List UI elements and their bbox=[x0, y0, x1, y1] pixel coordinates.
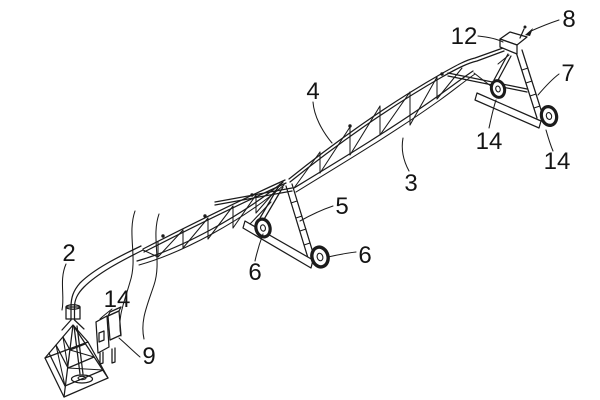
label-7: 7 bbox=[561, 60, 574, 87]
leader-9 bbox=[118, 337, 141, 358]
reference-labels: 2 14 9 4 3 5 6 6 12 8 7 14 14 bbox=[62, 6, 575, 370]
label-2: 2 bbox=[62, 240, 75, 267]
middle-tower-5 bbox=[214, 183, 330, 269]
pipe-coupling bbox=[65, 304, 81, 320]
label-14-mid: 14 bbox=[476, 128, 503, 155]
leader-7 bbox=[537, 73, 560, 96]
supply-pipe-2 bbox=[61, 245, 144, 331]
leader-8 bbox=[530, 19, 560, 32]
leader-lines bbox=[61, 19, 560, 358]
middle-tower-wheel-right-6 bbox=[310, 245, 330, 269]
break-lines bbox=[119, 210, 160, 340]
left-truss-span bbox=[136, 179, 287, 266]
end-tower-wheel-left-14 bbox=[489, 79, 507, 99]
label-6-right: 6 bbox=[358, 242, 371, 269]
end-tower-7 bbox=[447, 25, 559, 129]
end-tower-box-12 bbox=[499, 31, 528, 55]
label-9: 9 bbox=[142, 343, 155, 370]
span-pipe-4 bbox=[288, 47, 505, 183]
control-box-9 bbox=[95, 306, 122, 365]
leader-6-right bbox=[327, 251, 357, 258]
label-8: 8 bbox=[562, 6, 575, 33]
label-5: 5 bbox=[335, 193, 348, 220]
label-14-right: 14 bbox=[544, 148, 571, 175]
leader-3 bbox=[401, 137, 410, 172]
end-tower-wheel-right-14 bbox=[539, 105, 559, 127]
label-3: 3 bbox=[404, 170, 417, 197]
leader-8-arrowhead bbox=[525, 28, 533, 36]
label-6-left: 6 bbox=[248, 259, 261, 286]
leader-12 bbox=[477, 35, 504, 43]
leader-6-left bbox=[254, 233, 264, 262]
leader-5 bbox=[299, 205, 334, 222]
leader-2 bbox=[61, 263, 67, 311]
label-4: 4 bbox=[306, 78, 319, 105]
label-12: 12 bbox=[451, 23, 478, 50]
leader-4 bbox=[312, 101, 333, 144]
label-14-left: 14 bbox=[104, 286, 131, 313]
middle-tower-wheel-left-6 bbox=[254, 217, 272, 239]
end-support-pyramid bbox=[44, 324, 109, 398]
leader-14-left bbox=[99, 308, 113, 320]
leader-14-right bbox=[545, 129, 554, 152]
leader-14-mid bbox=[488, 99, 497, 129]
end-fitting-8 bbox=[519, 25, 527, 39]
right-truss-span-3 bbox=[288, 47, 505, 193]
spray-plate bbox=[70, 374, 94, 384]
